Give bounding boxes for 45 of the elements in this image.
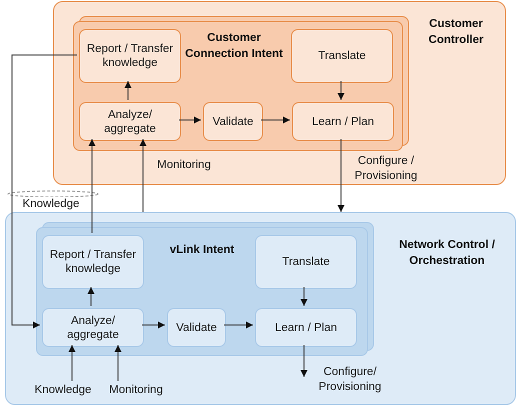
process-box (203, 102, 263, 141)
group-title: Customer Connection Intent (184, 31, 284, 62)
arrow (124, 80, 132, 100)
arrow (300, 286, 308, 306)
flow-label: Monitoring (108, 383, 164, 397)
group-title: Network Control / Orchestration (398, 238, 496, 269)
arrow (68, 344, 76, 382)
arrow (338, 138, 344, 212)
process-box (255, 308, 357, 347)
intent-panel (36, 227, 368, 356)
box-label: Translate (317, 49, 367, 63)
group-panel (5, 212, 516, 405)
box-label: Learn / Plan (274, 320, 338, 334)
process-box (292, 102, 394, 141)
box-label: Validate (212, 114, 254, 128)
group-title: vLink Intent (168, 243, 236, 258)
arrow (114, 344, 122, 382)
process-box (255, 235, 357, 289)
box-label: Analyze/ aggregate (66, 314, 120, 342)
flow-label: Knowledge (34, 383, 92, 397)
group-title: Customer Controller (428, 17, 484, 48)
box-label: Validate (175, 320, 218, 334)
arrow (140, 138, 146, 212)
process-box (79, 29, 181, 83)
arrow (88, 138, 96, 234)
process-box (167, 308, 226, 347)
process-box (79, 102, 181, 141)
box-label: Analyze/ aggregate (103, 108, 157, 136)
box-label: Report / Transfer knowledge (86, 42, 174, 70)
box-label: Translate (281, 255, 331, 269)
arrow (300, 344, 308, 378)
arrow (224, 322, 254, 328)
arrow (88, 286, 94, 306)
arrow (338, 80, 344, 100)
box-label: Report / Transfer knowledge (48, 248, 138, 276)
arrow (178, 116, 202, 124)
arrow (142, 322, 166, 328)
process-box (291, 29, 393, 83)
process-box (42, 308, 144, 347)
group-panel (53, 1, 506, 185)
arrow (12, 54, 78, 328)
box-label: Learn / Plan (310, 114, 375, 128)
intent-panel (73, 21, 403, 151)
process-box (42, 235, 144, 289)
arrow (260, 116, 290, 124)
